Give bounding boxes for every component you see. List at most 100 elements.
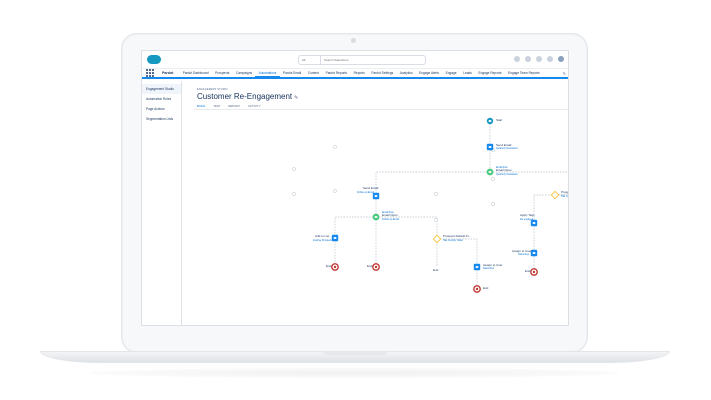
end-node-3-glyph [475, 287, 479, 291]
apply-tags-1-sub: Re-engaged [520, 217, 534, 221]
laptop-shadow [90, 368, 620, 378]
prospect-default-2-label: Prospect Default Fi... [561, 190, 568, 194]
favorites-icon[interactable] [514, 56, 520, 62]
end-6-label: End [433, 268, 439, 272]
nav-item-reports[interactable]: Reports [353, 71, 365, 75]
edge-rule1-yes [490, 171, 568, 196]
app-nav-bar: Pardot Pardot Dashboard Prospects Campaign… [142, 69, 568, 79]
nav-item-prospects[interactable]: Prospects [215, 71, 230, 75]
edit-nav-pencil-icon[interactable]: ✎ [562, 70, 566, 76]
page-title-text: Customer Re-Engagement [197, 92, 293, 101]
end-1-label: End [326, 264, 332, 268]
search-input[interactable] [324, 56, 424, 64]
add-step-4[interactable] [292, 167, 296, 171]
flow-diagram [292, 117, 568, 293]
avatar[interactable] [558, 56, 564, 62]
camera-icon [351, 38, 356, 43]
salesforce-logo-icon[interactable] [147, 55, 161, 64]
rule-2-label: Email Open [382, 213, 398, 217]
nav-item-pardot-settings[interactable]: Pardot Settings [371, 71, 394, 75]
tab-test[interactable]: Test [213, 104, 221, 108]
add-step-7[interactable] [434, 192, 438, 196]
assign-user-1-label: Assign to User [483, 262, 503, 267]
nav-item-pardot-dashboard[interactable]: Pardot Dashboard [182, 71, 209, 75]
page-title: Customer Re-Engagement✎ [197, 92, 298, 101]
send-email-1-sub: Quarterly Newsletter [496, 147, 518, 150]
prospect-default-1-sub: Has Country Value [443, 238, 463, 242]
search-scope-select[interactable]: All [299, 56, 321, 64]
apply-tags-1-label: Apply Tags [520, 213, 535, 217]
tab-activity[interactable]: Activity [248, 104, 261, 108]
send-email-2-sub: Follow-up Email [357, 190, 375, 194]
rule-1-label: Email Open [496, 168, 512, 172]
add-to-list-label: Add to List [315, 234, 330, 239]
add-step-11[interactable] [491, 177, 495, 181]
rule-2-pre-label: Email Rule [382, 211, 394, 214]
edge-pd2-tag2 [555, 194, 568, 196]
email-rule-node-1-glyph [488, 171, 492, 173]
notifications-bell-icon[interactable] [547, 56, 553, 62]
rule-1-pre-label: Email Rule [496, 166, 508, 169]
app-screen: All Pardot Pardot Dashboard Prospects Camp… [141, 50, 569, 326]
add-step-13[interactable] [491, 202, 495, 206]
tab-report[interactable]: Report [228, 104, 241, 108]
assign-user-2-sub: Sales Rep [518, 253, 530, 256]
nav-item-pardot-email[interactable]: Pardot Email [282, 71, 302, 75]
prospect-default-node-2[interactable] [550, 190, 560, 200]
nav-item-leads[interactable]: Leads [463, 71, 472, 75]
help-icon[interactable] [525, 56, 531, 62]
add-to-list-node-glyph [333, 237, 337, 239]
email-rule-node-2-glyph [374, 216, 378, 218]
end-4-label: End [525, 269, 531, 273]
nav-item-engage-team-reports[interactable]: Engage Team Reports [508, 71, 540, 75]
sidebar-item-page-actions[interactable]: Page Actions [146, 107, 165, 111]
add-to-list-sub: Inactive Prospects [313, 238, 333, 242]
send-email-node-1-glyph [488, 146, 492, 148]
add-step-5[interactable] [292, 192, 296, 196]
sidebar-item-engagement-studio[interactable]: Engagement Studio [142, 84, 181, 94]
add-step-8[interactable] [434, 218, 438, 222]
prospect-default-1-label: Prospect Default Fi... [443, 234, 472, 238]
edge-pd2-tag1 [533, 194, 555, 223]
edge-rule2-list [334, 216, 376, 238]
nav-item-content[interactable]: Content [307, 71, 319, 75]
prospect-default-node-1[interactable] [432, 234, 442, 244]
add-step-3[interactable] [333, 145, 337, 149]
assign-user-node-1-glyph [475, 266, 479, 268]
add-step-6[interactable] [333, 189, 337, 193]
end-node-2-glyph [374, 265, 378, 269]
global-header: All [142, 51, 568, 69]
assign-user-2-label: Assign to User [512, 248, 532, 253]
nav-item-pardot-reports[interactable]: Pardot Reports [325, 71, 348, 75]
edge-pd1-assign [437, 238, 478, 267]
nav-item-engage-alerts[interactable]: Engage Alerts [419, 71, 439, 75]
app-name: Pardot [162, 71, 174, 75]
header-icons [514, 56, 564, 62]
nav-item-engage-reports[interactable]: Engage Reports [478, 71, 502, 75]
sidebar-item-automation-rules[interactable]: Automation Rules [146, 97, 172, 101]
header-divider [194, 109, 568, 110]
end-node-1-glyph [333, 265, 337, 269]
nav-item-analytics[interactable]: Analytics [399, 71, 413, 75]
end-3-label: End [483, 286, 489, 290]
assign-user-node-2-glyph [532, 252, 536, 254]
sidebar-item-segmentation-lists[interactable]: Segmentation Lists [146, 117, 174, 121]
assign-user-1-sub: Sales Rep [483, 267, 495, 270]
setup-gear-icon[interactable] [536, 56, 542, 62]
prospect-default-2-sub: Has Job Title [561, 194, 569, 198]
rule-1-sub: Quarterly Newsletter [496, 172, 518, 176]
nav-item-engage[interactable]: Engage [445, 71, 457, 75]
global-search[interactable]: All [298, 55, 426, 65]
send-email-node-2-glyph [374, 195, 378, 197]
end-2-label: End [367, 264, 373, 268]
laptop-notch [323, 351, 387, 355]
start-label: Start [496, 118, 503, 122]
rule-2-sub: Follow-up Email [382, 217, 400, 221]
nav-item-automations[interactable]: Automations [255, 69, 280, 77]
app-launcher-icon[interactable] [146, 69, 156, 77]
title-edit-pencil-icon[interactable]: ✎ [294, 95, 299, 101]
nav-item-campaigns[interactable]: Campaigns [235, 71, 253, 75]
